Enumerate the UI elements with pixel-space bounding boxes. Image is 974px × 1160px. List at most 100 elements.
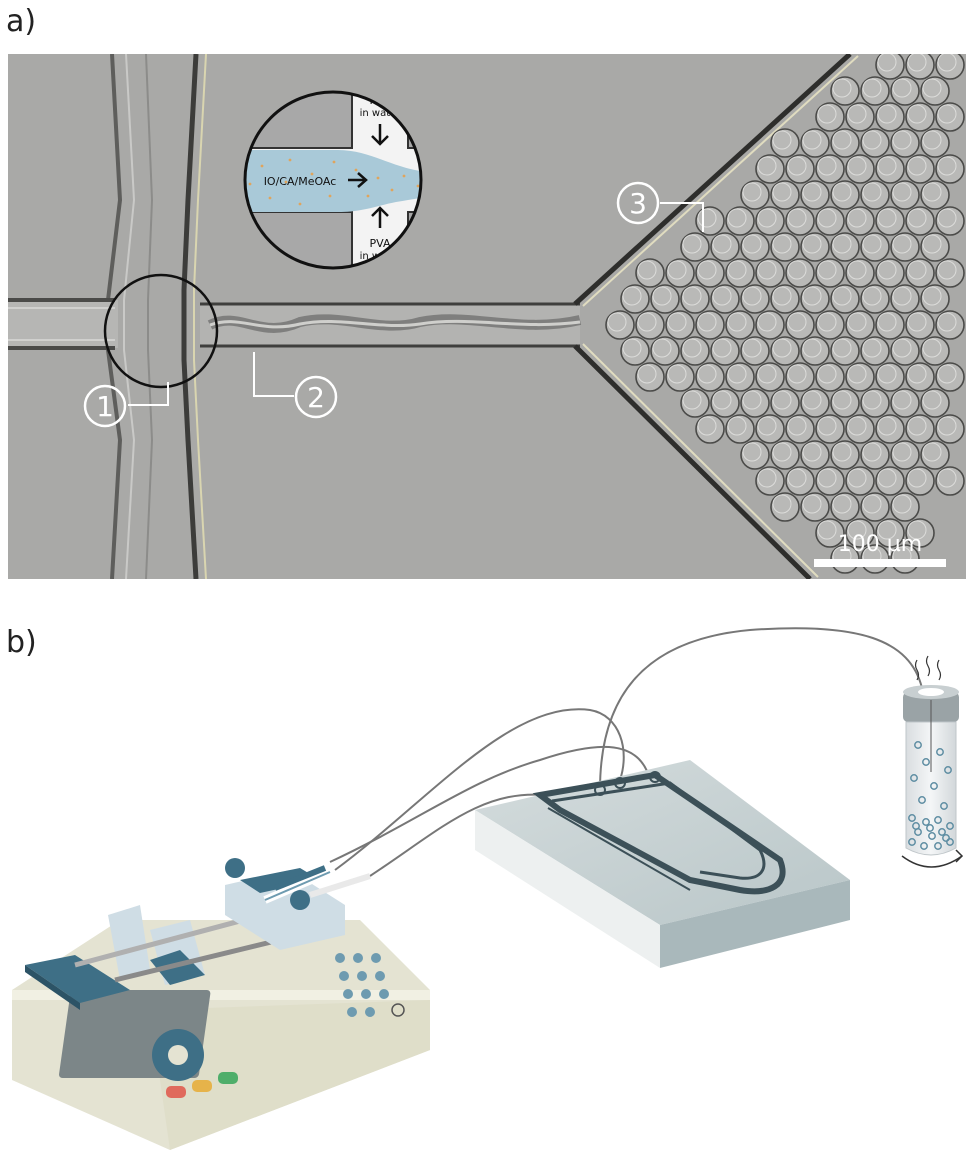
droplet	[740, 180, 770, 210]
vial-particle	[940, 802, 948, 810]
droplet	[830, 232, 860, 262]
droplet-highlight	[892, 78, 912, 98]
droplet-highlight	[607, 312, 627, 332]
droplet	[935, 414, 965, 444]
droplet	[935, 206, 965, 236]
droplet-highlight	[862, 130, 882, 150]
droplet	[740, 388, 770, 418]
droplet	[815, 154, 845, 184]
droplet-highlight	[907, 312, 927, 332]
scale-bar-label: 100 µm	[838, 532, 922, 557]
droplet-highlight	[862, 390, 882, 410]
droplet-highlight	[742, 390, 762, 410]
droplet	[860, 284, 890, 314]
droplet-highlight	[847, 416, 867, 436]
droplet	[875, 466, 905, 496]
droplet-highlight	[832, 390, 852, 410]
collection-vial	[901, 655, 964, 868]
droplet-highlight	[877, 312, 897, 332]
droplet	[800, 492, 830, 522]
droplet	[770, 336, 800, 366]
droplet	[875, 414, 905, 444]
droplet-highlight	[877, 260, 897, 280]
droplet-highlight	[757, 156, 777, 176]
droplet-highlight	[907, 416, 927, 436]
droplet	[815, 206, 845, 236]
droplet	[830, 388, 860, 418]
droplet-highlight	[697, 312, 717, 332]
droplet	[935, 154, 965, 184]
droplet	[680, 336, 710, 366]
droplet-highlight	[757, 364, 777, 384]
droplet-highlight	[892, 390, 912, 410]
droplet	[830, 180, 860, 210]
micrograph: 1 2 3 100 µm	[8, 54, 966, 579]
droplet-highlight	[667, 364, 687, 384]
callout-1-number: 1	[96, 390, 114, 423]
vial-particle	[908, 814, 916, 822]
droplet	[635, 362, 665, 392]
droplet-highlight	[727, 364, 747, 384]
droplet	[755, 466, 785, 496]
droplet	[725, 414, 755, 444]
droplet	[830, 284, 860, 314]
droplet	[695, 414, 725, 444]
droplet-highlight	[907, 520, 927, 540]
droplet	[695, 258, 725, 288]
droplet-highlight	[787, 156, 807, 176]
vial-particle	[926, 824, 934, 832]
droplet-highlight	[637, 312, 657, 332]
droplet	[785, 154, 815, 184]
droplet-highlight	[787, 468, 807, 488]
droplet	[650, 336, 680, 366]
inlet-channel	[8, 298, 118, 350]
droplet-highlight	[727, 208, 747, 228]
vial-particle	[928, 832, 936, 840]
droplet-highlight	[742, 234, 762, 254]
vial-particle	[908, 838, 916, 846]
vial-particle	[922, 818, 930, 826]
droplet-highlight	[937, 416, 957, 436]
droplet-highlight	[847, 312, 867, 332]
droplet	[665, 362, 695, 392]
droplet	[905, 54, 935, 80]
droplet	[845, 518, 875, 548]
droplet	[710, 388, 740, 418]
droplet	[695, 362, 725, 392]
droplet-highlight	[907, 208, 927, 228]
droplet-highlight	[892, 286, 912, 306]
droplet-highlight	[937, 364, 957, 384]
droplet	[920, 388, 950, 418]
droplet	[890, 492, 920, 522]
droplet	[785, 362, 815, 392]
droplet-highlight	[832, 286, 852, 306]
droplet-highlight	[802, 234, 822, 254]
droplet-highlight	[922, 130, 942, 150]
callout-1: 1	[83, 382, 169, 428]
vial-particle	[918, 796, 926, 804]
droplet-highlight	[892, 494, 912, 514]
droplet-highlight	[892, 130, 912, 150]
droplet	[770, 388, 800, 418]
droplet	[860, 440, 890, 470]
droplet	[695, 310, 725, 340]
droplet-highlight	[742, 442, 762, 462]
droplet	[725, 206, 755, 236]
droplet	[815, 466, 845, 496]
droplet-highlight	[682, 286, 702, 306]
droplet-highlight	[892, 182, 912, 202]
droplet-highlight	[727, 260, 747, 280]
panel-b-label: b)	[6, 625, 37, 660]
droplet	[845, 310, 875, 340]
droplet-highlight	[787, 364, 807, 384]
droplet-highlight	[772, 338, 792, 358]
droplet	[770, 492, 800, 522]
droplet-highlight	[817, 468, 837, 488]
droplet-highlight	[847, 104, 867, 124]
droplet	[830, 336, 860, 366]
droplet	[650, 284, 680, 314]
droplet	[695, 206, 725, 236]
droplet-highlight	[832, 338, 852, 358]
droplet	[860, 128, 890, 158]
droplet-highlight	[772, 494, 792, 514]
